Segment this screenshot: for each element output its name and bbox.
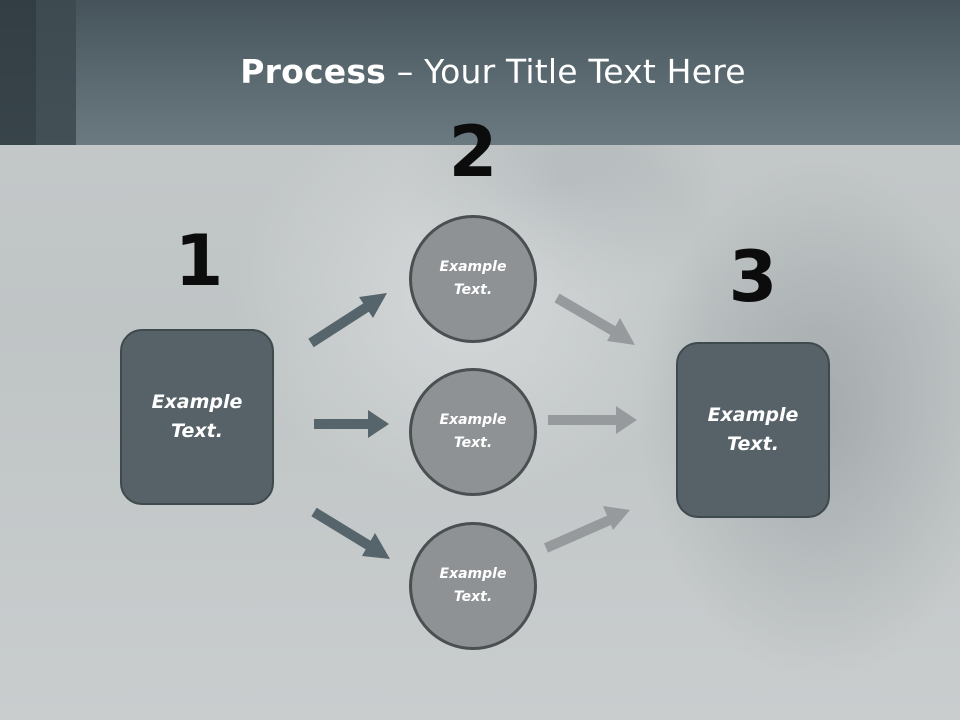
step-3-box[interactable]: Example Text. [676, 342, 830, 518]
arrow-1-to-bottom-shaft [311, 507, 376, 553]
step-2-circle-bottom[interactable]: Example Text. [409, 522, 537, 650]
step-1-box[interactable]: Example Text. [120, 329, 274, 505]
circle-bottom-line1: Example [439, 566, 507, 582]
arrow-top-to-3 [554, 293, 635, 345]
step-number-1: 1 [174, 220, 224, 302]
circle-top-line1: Example [439, 259, 507, 275]
arrow-1-to-middle-head [368, 410, 389, 438]
title-strong: Process [240, 52, 387, 91]
arrow-1-to-top-shaft [308, 300, 373, 348]
arrow-1-to-bottom [311, 507, 390, 559]
circle-top-line2: Text. [453, 282, 493, 298]
step-number-3: 3 [728, 236, 778, 318]
circle-bottom-line2: Text. [453, 589, 493, 605]
arrow-bottom-to-3-shaft [543, 514, 615, 553]
arrow-top-to-3-head [607, 318, 635, 345]
arrow-1-to-top [308, 293, 387, 348]
step-1-box-line1: Example [151, 391, 243, 413]
arrow-middle-to-3-head [616, 406, 637, 434]
step-2-circle-middle[interactable]: Example Text. [409, 368, 537, 496]
arrow-1-to-bottom-head [362, 533, 390, 559]
title-bar-accent-dark [0, 0, 36, 145]
step-3-box-line1: Example [707, 404, 799, 426]
slide-title: Process – Your Title Text Here [0, 52, 960, 91]
step-number-2: 2 [448, 111, 498, 193]
circle-middle-line1: Example [439, 412, 507, 428]
title-bar-accent-mid [36, 0, 76, 145]
title-bar [0, 0, 960, 145]
arrow-middle-to-3 [548, 406, 637, 434]
arrow-bottom-to-3 [543, 506, 630, 553]
circle-middle-line2: Text. [453, 435, 493, 451]
step-2-circle-top[interactable]: Example Text. [409, 215, 537, 343]
step-3-box-line2: Text. [727, 433, 779, 455]
step-1-box-line2: Text. [171, 420, 223, 442]
arrow-1-to-middle [314, 410, 389, 438]
arrow-1-to-top-head [359, 293, 387, 318]
arrow-bottom-to-3-head [603, 506, 630, 530]
arrow-top-to-3-shaft [554, 293, 620, 338]
title-rest: – Your Title Text Here [386, 52, 746, 91]
